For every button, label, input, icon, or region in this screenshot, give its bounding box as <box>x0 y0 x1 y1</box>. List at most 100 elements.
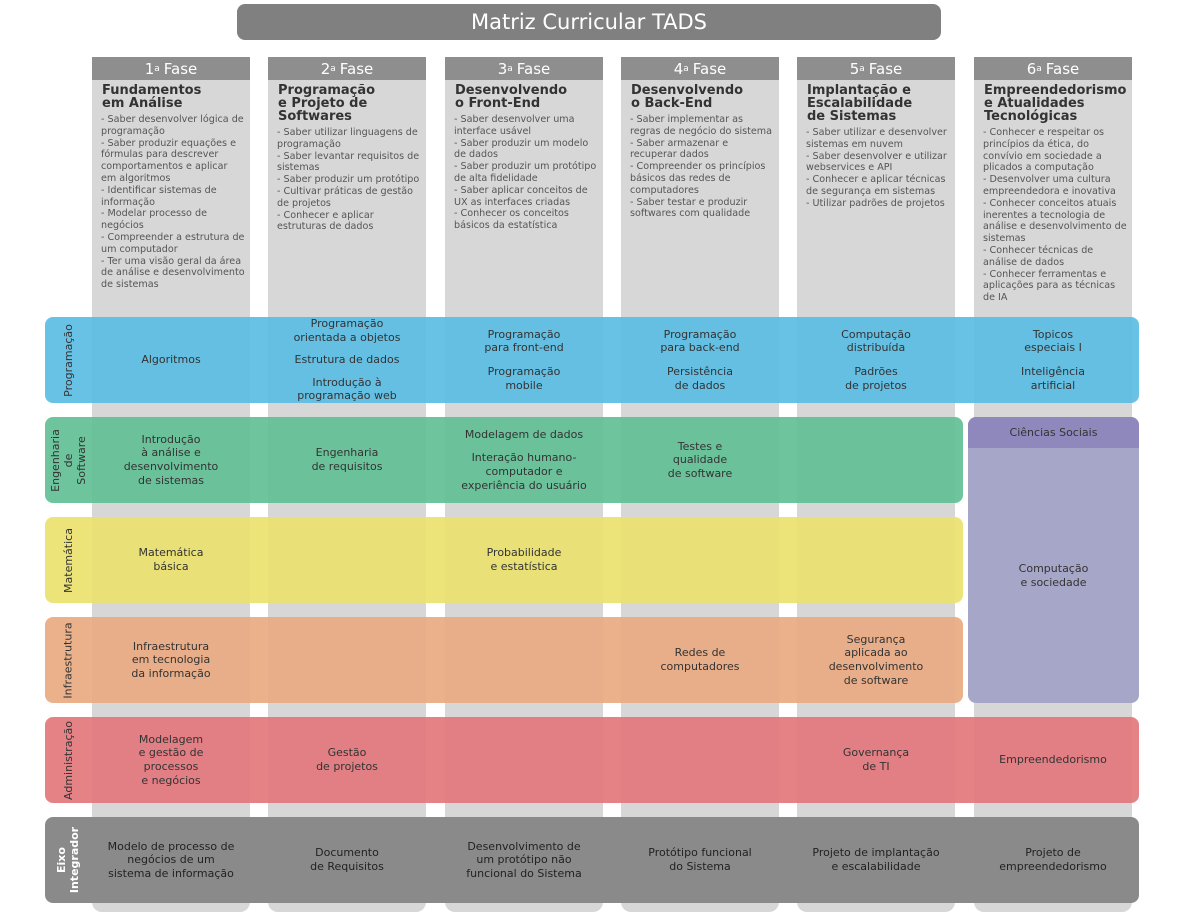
phase-objectives: - Saber desenvolver lógica de programaçã… <box>101 114 245 291</box>
course-name: Engenharia de requisitos <box>311 446 383 473</box>
course-name: Algoritmos <box>141 353 201 367</box>
course-name: Estrutura de dados <box>294 353 400 367</box>
phase-label: Fase <box>339 59 374 78</box>
course-name: Testes e qualidade de software <box>667 439 733 480</box>
phase-objectives: - Saber implementar as regras de negócio… <box>630 114 774 220</box>
objective-item: - Compreender os princípios básicos das … <box>630 161 766 196</box>
course-name: Governança de TI <box>842 746 910 773</box>
objective-item: - Saber implementar as regras de negócio… <box>630 114 772 137</box>
course-name: Interação humano- computador e experiênc… <box>461 451 587 492</box>
course-cell: Redes de computadores <box>621 617 779 703</box>
course-cell: Probabilidade e estatística <box>445 517 603 603</box>
course-name: Computação distribuída <box>841 327 911 355</box>
course-name: Probabilidade e estatística <box>486 546 562 573</box>
course-cell: Segurança aplicada ao desenvolvimento de… <box>797 617 955 703</box>
band-label-eixo: Eixo Integrador <box>45 817 92 903</box>
course-name: Matemática básica <box>138 546 204 573</box>
course-name: Topicos especiais I <box>1024 327 1082 355</box>
phase-objectives: - Saber utilizar e desenvolver sistemas … <box>806 127 950 210</box>
phase-title-line: Softwares <box>278 109 352 124</box>
course-name: Empreendedorismo <box>999 753 1107 767</box>
course-name: Introdução à análise e desenvolvimento d… <box>123 432 219 487</box>
phase-objectives: - Conhecer e respeitar os princípios da … <box>983 127 1127 304</box>
course-cell: Empreendedorismo <box>974 717 1132 803</box>
band-label-text: Engenharia de Software <box>49 428 88 492</box>
phase-number: 5 <box>849 59 860 78</box>
phase-title-line: Programação <box>278 83 376 98</box>
phase-number: 4 <box>673 59 684 78</box>
phase-number: 2 <box>320 59 331 78</box>
objective-item: - Conhecer e respeitar os princípios da … <box>983 127 1105 174</box>
phase-objectives: - Saber desenvolver uma interface usável… <box>454 114 598 232</box>
phase-title-line: Tecnológicas <box>984 109 1078 124</box>
course-name: Modelagem e gestão de processos e negóci… <box>138 732 204 787</box>
objective-item: - Conhecer técnicas de análise de dados <box>983 244 1094 268</box>
phase-title-line: em Análise <box>102 96 183 111</box>
objective-item: - Cultivar práticas de gestão de projeto… <box>277 185 414 209</box>
phase-ordinal: a <box>507 63 513 74</box>
objective-item: - Saber desenvolver uma interface usável <box>454 114 575 137</box>
course-cell <box>621 717 779 803</box>
phase-label: Fase <box>516 59 551 78</box>
band-eixo <box>45 817 1139 903</box>
band-label-text: Programação <box>62 323 76 397</box>
course-cell: Governança de TI <box>797 717 955 803</box>
course-name: Programação para front-end <box>484 327 564 355</box>
ciencias-sociais-label: Ciências Sociais <box>1009 425 1098 439</box>
phase-label: Fase <box>868 59 903 78</box>
course-name: Segurança aplicada ao desenvolvimento de… <box>828 632 924 687</box>
objective-item: - Saber levantar requisitos de sistemas <box>277 150 420 174</box>
objective-item: - Saber produzir um modelo de dados <box>454 137 589 161</box>
phase-title-line: e Projeto de <box>278 96 368 111</box>
course-cell <box>445 617 603 703</box>
band-label-administracao: Administração <box>45 717 92 803</box>
band-label-text: Administração <box>62 720 76 800</box>
band-matematica <box>45 517 963 603</box>
objective-item: - Saber aplicar conceitos de UX as inter… <box>454 184 588 208</box>
phase-ordinal: a <box>1036 63 1042 74</box>
course-cell: Projeto de implantação e escalabilidade <box>797 817 955 903</box>
course-cell: Documento de Requisitos <box>268 817 426 903</box>
objective-item: - Conhecer e aplicar estruturas de dados <box>277 209 374 233</box>
objective-item: - Saber utilizar linguagens de programaç… <box>277 127 418 150</box>
phase-ordinal: a <box>330 63 336 74</box>
band-administracao <box>45 717 1139 803</box>
objective-item: - Modelar processo de negócios <box>101 208 207 232</box>
objective-item: - Saber produzir um protótipo <box>277 174 420 186</box>
band-label-infraestrutura: Infraestrutura <box>45 617 92 703</box>
course-name: Projeto de empreendedorismo <box>999 846 1107 873</box>
course-cell <box>621 517 779 603</box>
objective-item: - Saber desenvolver lógica de programaçã… <box>101 114 244 137</box>
course-name: Modelagem de dados <box>464 427 584 441</box>
phase-title-line: Empreendedorismo <box>984 83 1127 98</box>
course-name: Infraestrutura em tecnologia da informaç… <box>131 639 211 680</box>
phase-number: 6 <box>1026 59 1037 78</box>
objective-item: - Ter uma visão geral da área de análise… <box>101 255 245 291</box>
course-name: Projeto de implantação e escalabilidade <box>812 846 940 873</box>
course-name: Introdução à programação web <box>297 375 397 403</box>
band-label-matematica: Matemática <box>45 517 92 603</box>
course-cell: Infraestrutura em tecnologia da informaç… <box>92 617 250 703</box>
phase-label: Fase <box>692 59 727 78</box>
objective-item: - Saber produzir um protótipo de alta fi… <box>454 161 597 184</box>
objective-item: - Saber utilizar e desenvolver sistemas … <box>806 127 947 150</box>
band-label-text: Eixo Integrador <box>55 826 82 894</box>
objective-item: - Saber armazenar e recuperar dados <box>630 137 729 161</box>
course-cell: Desenvolvimento de um protótipo não func… <box>445 817 603 903</box>
phase-title-line: Escalabilidade <box>807 96 913 111</box>
phase-number: 3 <box>497 59 508 78</box>
phase-title-line: e Atualidades <box>984 96 1085 111</box>
phase-objectives: - Saber utilizar linguagens de programaç… <box>277 127 421 233</box>
